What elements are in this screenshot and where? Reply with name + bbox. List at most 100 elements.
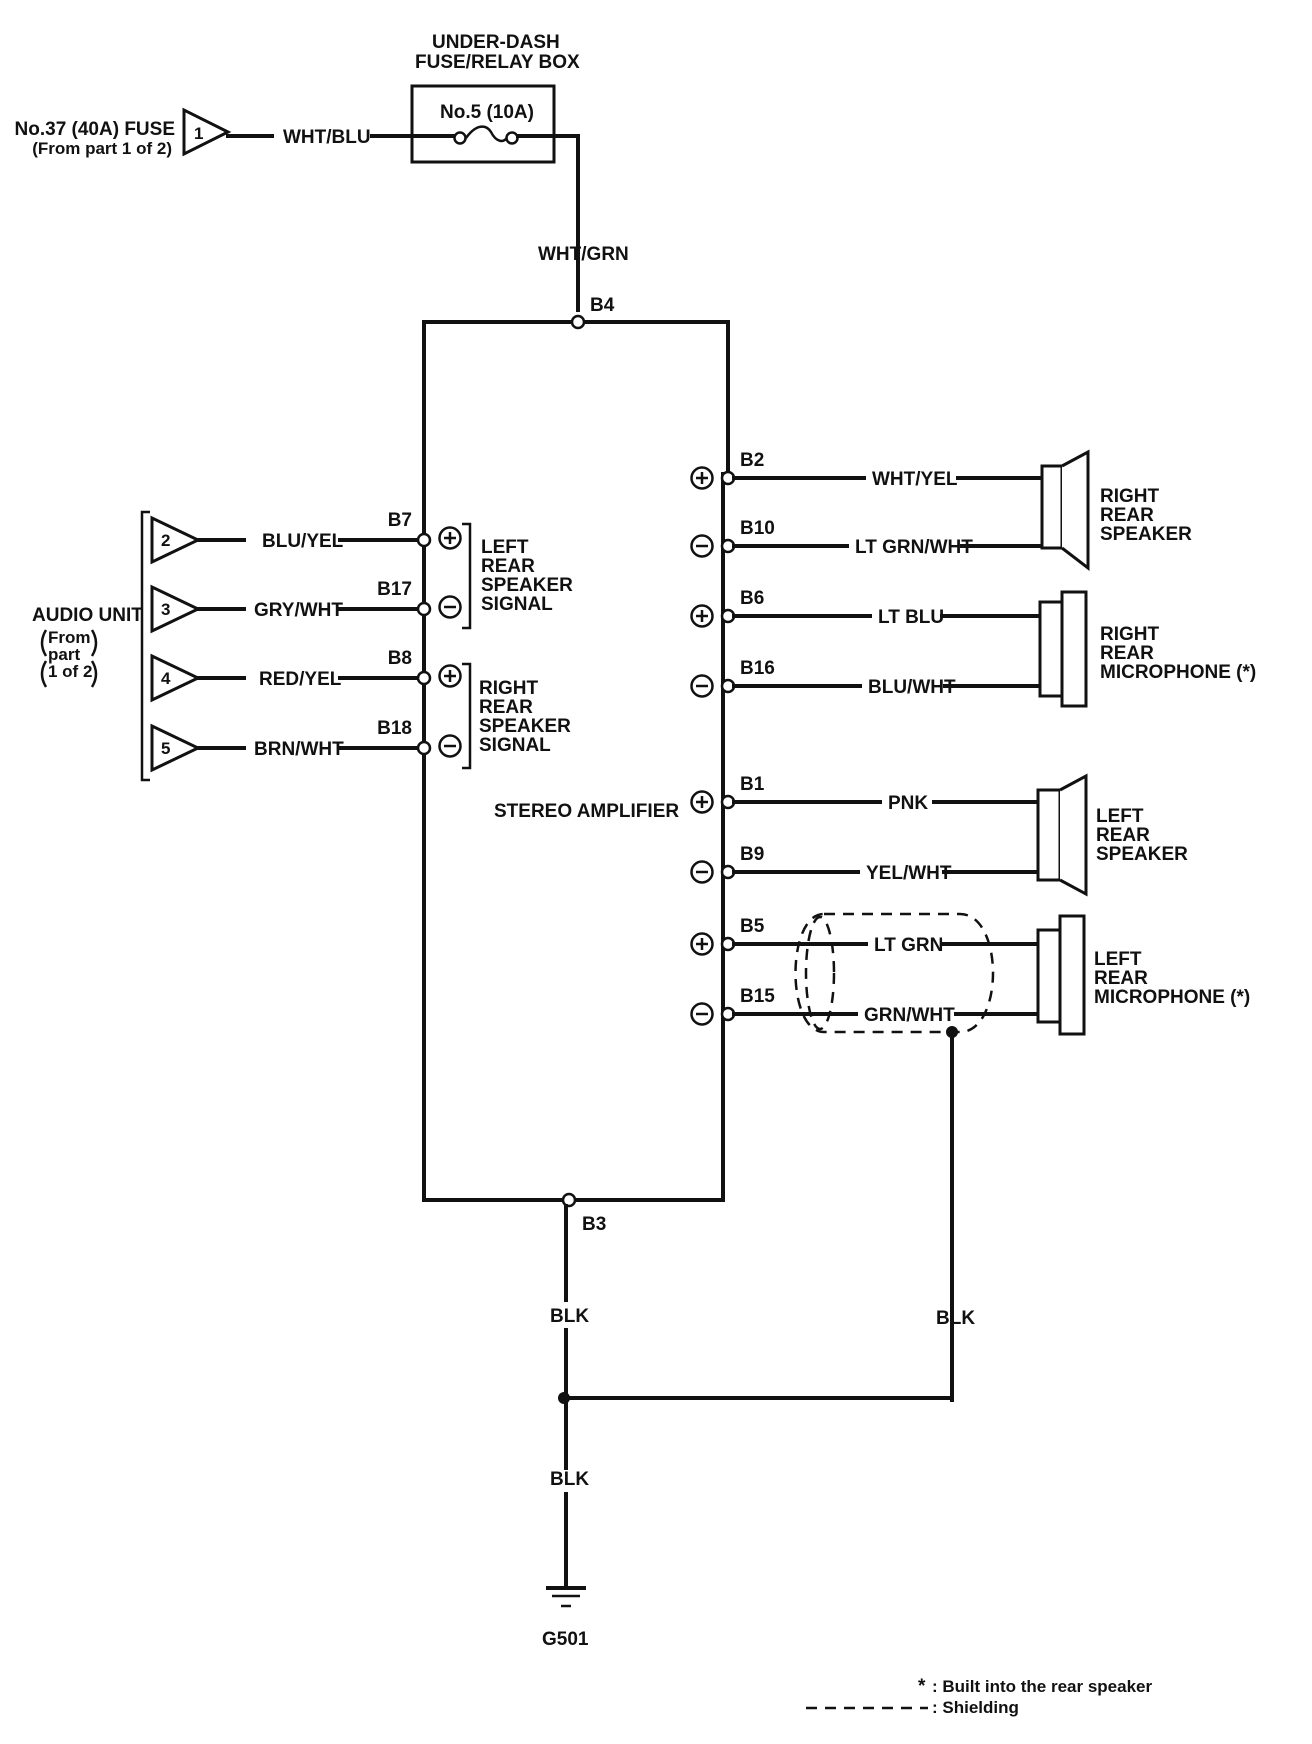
output-terminal-label: B9: [740, 844, 764, 865]
right-rear-speaker-label-2: REAR: [1100, 505, 1154, 526]
output-polarity-icon: [690, 790, 714, 814]
fuse-source-sublabel: (From part 1 of 2): [32, 139, 172, 158]
input-wire-label: BLU/YEL: [262, 531, 344, 552]
audio-unit-paren-left: [40, 629, 48, 688]
output-wire-label: LT GRN/WHT: [855, 537, 973, 558]
left-rear-speaker-label-1: LEFT: [1096, 806, 1144, 827]
legend-asterisk-text: : Built into the rear speaker: [932, 1677, 1152, 1696]
left-rear-microphone: LEFT REAR MICROPHONE (*): [1036, 914, 1250, 1036]
output-wire-label: LT GRN: [874, 935, 943, 956]
fuse-element-icon: [464, 125, 510, 143]
left-rear-microphone-label-2: REAR: [1094, 968, 1148, 989]
fuse-source-connector-icon: [182, 107, 232, 157]
input-terminal-label: B17: [377, 579, 412, 600]
left-rear-speaker-icon: [1059, 773, 1088, 897]
fuse-source-label: No.37 (40A) FUSE: [15, 119, 175, 140]
output-b10: B10 LT GRN/WHT: [690, 518, 1044, 558]
audio-unit-bracket: [140, 510, 150, 782]
left-rear-speaker: LEFT REAR SPEAKER: [1036, 773, 1188, 897]
input-connector-number: 3: [161, 600, 170, 619]
audio-input-5: 5 BRN/WHT B18: [150, 718, 462, 773]
output-terminal-label: B1: [740, 774, 765, 795]
input-polarity-icon: [438, 664, 462, 688]
input-group-labels: LEFT REAR SPEAKER SIGNAL RIGHT REAR SPEA…: [462, 522, 573, 770]
input-wire-label: RED/YEL: [259, 669, 342, 690]
shield-end-ellipse: [804, 915, 836, 1031]
audio-unit: AUDIO UNIT From part 1 of 2: [32, 510, 150, 782]
output-wire-label: YEL/WHT: [866, 863, 952, 884]
right-rear-speaker: RIGHT REAR SPEAKER: [1040, 449, 1192, 572]
right-signal-brace: [462, 662, 472, 770]
fuse-relay-box: UNDER-DASH FUSE/RELAY BOX No.5 (10A) WHT…: [410, 32, 629, 312]
input-wire-label: BRN/WHT: [254, 739, 344, 760]
ground-circuit: BLK BLK G501: [542, 1204, 954, 1650]
output-terminal-label: B5: [740, 916, 765, 937]
wire-label-blk-main: BLK: [550, 1469, 589, 1490]
right-signal-label-1: RIGHT: [479, 678, 539, 699]
input-terminal: [416, 532, 432, 548]
input-connector-number: 5: [161, 739, 170, 758]
shield-outline: [794, 912, 995, 1034]
output-terminal-label: B10: [740, 518, 775, 539]
terminal-label-b4: B4: [590, 295, 615, 316]
input-connector-icon: [150, 515, 202, 565]
fuse-source-connector-number: 1: [194, 124, 203, 143]
output-wire-label: GRN/WHT: [864, 1005, 955, 1026]
amp-top-right-edge: [581, 320, 730, 476]
left-signal-label-4: SIGNAL: [481, 594, 553, 615]
right-rear-speaker-magnet: [1040, 464, 1064, 550]
input-polarity-icon: [438, 526, 462, 550]
output-wire-label: BLU/WHT: [868, 677, 956, 698]
audio-unit-from-line3: 1 of 2: [48, 662, 92, 681]
input-connector-icon: [150, 653, 202, 703]
left-rear-microphone-label-3: MICROPHONE (*): [1094, 987, 1250, 1008]
wire-label-wht-blu: WHT/BLU: [283, 127, 371, 148]
input-terminal-label: B8: [388, 648, 412, 669]
output-polarity-icon: [690, 1002, 714, 1026]
right-signal-label-2: REAR: [479, 697, 533, 718]
audio-unit-from-line1: From: [48, 628, 91, 647]
right-rear-microphone-body: [1038, 600, 1064, 698]
fuse-terminal-left: [453, 131, 467, 145]
amp-left-edge: [422, 320, 571, 1202]
right-rear-speaker-label-3: SPEAKER: [1100, 524, 1192, 545]
output-terminal-label: B2: [740, 450, 764, 471]
audio-unit-label: AUDIO UNIT: [32, 605, 143, 626]
left-rear-microphone-body: [1036, 928, 1062, 1024]
output-wire-label: PNK: [888, 793, 928, 814]
fuse-source: No.37 (40A) FUSE (From part 1 of 2) 1 WH…: [15, 107, 414, 158]
audio-unit-from-line2: part: [48, 645, 80, 664]
input-connector-icon: [150, 584, 202, 634]
left-rear-speaker-label-3: SPEAKER: [1096, 844, 1188, 865]
ground-point-label: G501: [542, 1629, 589, 1650]
input-terminal: [416, 670, 432, 686]
input-wire-label: GRY/WHT: [254, 600, 343, 621]
left-rear-speaker-label-2: REAR: [1096, 825, 1150, 846]
wire-label-wht-grn: WHT/GRN: [538, 244, 629, 265]
left-rear-microphone-icon: [1058, 914, 1086, 1036]
right-rear-microphone: RIGHT REAR MICROPHONE (*): [1038, 590, 1256, 708]
input-connector-number: 2: [161, 531, 170, 550]
output-polarity-icon: [690, 604, 714, 628]
output-polarity-icon: [690, 860, 714, 884]
legend-dash-text: : Shielding: [932, 1698, 1019, 1717]
splice-node: [558, 1392, 570, 1404]
fuse-box-title-line2: FUSE/RELAY BOX: [415, 52, 580, 73]
output-terminal-label: B15: [740, 986, 775, 1007]
output-terminal-label: B16: [740, 658, 775, 679]
left-signal-label-3: SPEAKER: [481, 575, 573, 596]
output-wire-label: LT BLU: [878, 607, 944, 628]
input-terminal-label: B18: [377, 718, 412, 739]
left-signal-label-1: LEFT: [481, 537, 529, 558]
legend: * : Built into the rear speaker : Shield…: [806, 1676, 1152, 1717]
